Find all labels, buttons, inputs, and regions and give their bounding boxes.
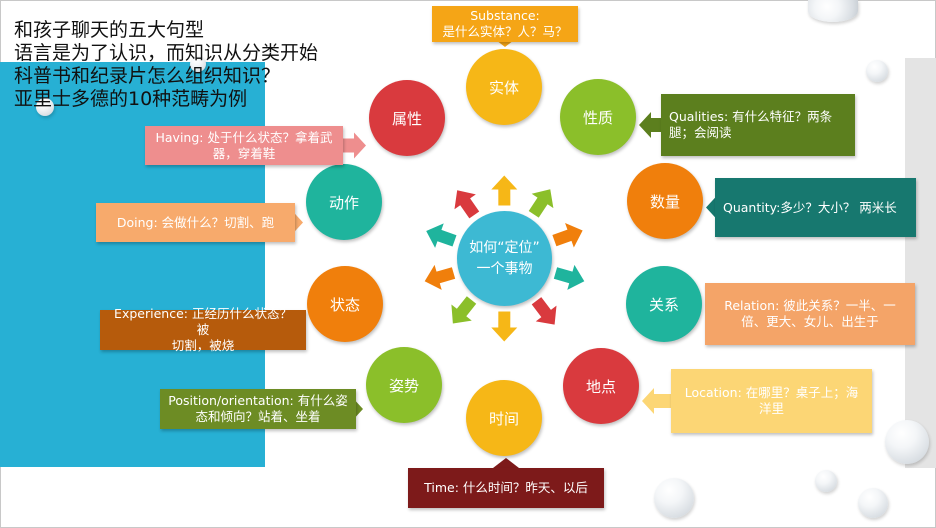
category-label-having: 属性 <box>391 109 422 128</box>
box-arrow-substance <box>492 37 518 47</box>
center-arrow-qualities <box>528 189 554 218</box>
center-arrow-location <box>531 297 557 325</box>
note-text-location-1: Location: 在哪里？桌子上；海 <box>684 385 859 400</box>
note-text-time-1: Time: 什么时间？昨天、以后 <box>424 480 588 495</box>
category-circle-time: 时间 <box>466 380 542 456</box>
category-label-time: 时间 <box>488 409 519 428</box>
box-arrow-location <box>642 388 671 414</box>
title-line-1: 和孩子聊天的五大句型 <box>14 19 205 41</box>
note-text-experience-1: Experience: 正经历什么状态？被 <box>114 306 292 337</box>
note-box-substance: Substance:是什么实体？人？马？ <box>432 6 578 42</box>
category-circle-substance: 实体 <box>466 49 542 125</box>
box-arrow-time <box>493 458 519 468</box>
center-arrow-relation <box>553 264 585 290</box>
category-circle-experience: 状态 <box>307 266 383 342</box>
category-label-doing: 动作 <box>328 193 359 212</box>
note-text-quantity-1: Quantity:多少？大小？ 两米长 <box>723 199 897 215</box>
center-arrow-substance <box>491 175 518 206</box>
note-text-qualities-2: 腿；会阅读 <box>669 125 732 140</box>
note-box-quantity: Quantity:多少？大小？ 两米长 <box>715 178 916 237</box>
note-box-location: Location: 在哪里？桌子上；海洋里 <box>671 369 872 433</box>
category-circle-quantity: 数量 <box>627 163 703 239</box>
water-drop-decoration <box>858 488 888 518</box>
center-line-1: 如何“定位” <box>469 239 540 256</box>
title-line-4: 亚里士多德的10种范畴为例 <box>14 88 248 110</box>
center-arrow-having <box>454 190 480 219</box>
center-line-2: 一个事物 <box>476 260 533 277</box>
center-arrow-quantity <box>552 222 583 248</box>
note-text-substance-1: Substance: <box>470 8 540 23</box>
category-circle-relation: 关系 <box>626 266 702 342</box>
note-box-doing: Doing: 会做什么？切割、跑 <box>96 203 295 242</box>
category-circle-having: 属性 <box>369 80 445 156</box>
water-drop-decoration <box>654 478 694 518</box>
note-text-having-1: Having: 处于什么状态？拿着武 <box>155 129 333 145</box>
note-text-qualities-1: Qualities: 有什么特征？两条 <box>669 109 833 124</box>
note-box-relation: Relation: 彼此关系？一半、一倍、更大、女儿、出生于 <box>705 283 915 345</box>
water-drop-decoration <box>815 470 837 492</box>
box-arrow-position <box>351 396 363 422</box>
note-text-experience-2: 切割，被烧 <box>171 338 235 353</box>
note-box-time: Time: 什么时间？昨天、以后 <box>408 468 604 508</box>
note-text-position-2: 态和倾向？站着、坐着 <box>195 409 321 424</box>
center-arrow-experience <box>424 264 456 290</box>
box-arrow-qualities <box>639 112 661 138</box>
category-label-substance: 实体 <box>488 78 519 97</box>
category-label-qualities: 性质 <box>582 108 613 127</box>
title-line-3: 科普书和纪录片怎么组织知识？ <box>14 65 281 87</box>
category-label-relation: 关系 <box>648 295 679 314</box>
note-text-doing-1: Doing: 会做什么？切割、跑 <box>116 214 275 230</box>
note-text-location-2: 洋里 <box>758 401 784 416</box>
note-box-qualities: Qualities: 有什么特征？两条腿；会阅读 <box>661 94 855 156</box>
note-text-relation-1: Relation: 彼此关系？一半、一 <box>724 298 896 313</box>
water-drop-decoration <box>885 420 929 464</box>
center-circle: 如何“定位” 一个事物 <box>457 211 552 306</box>
water-drop-decoration <box>866 60 888 82</box>
water-drop-decoration <box>36 98 54 116</box>
center-arrow-doing <box>426 223 457 248</box>
title-line-2: 语言是为了认识，而知识从分类开始 <box>14 42 319 64</box>
box-arrow-having <box>343 132 366 159</box>
center-arrow-position <box>451 296 477 324</box>
category-circle-location: 地点 <box>563 348 639 424</box>
right-gray-panel <box>905 58 936 468</box>
note-text-position-1: Position/orientation: 有什么姿 <box>168 393 348 408</box>
center-arrow-time <box>491 311 518 342</box>
box-arrow-doing <box>291 209 303 236</box>
category-label-quantity: 数量 <box>649 192 680 211</box>
category-label-experience: 状态 <box>329 295 360 314</box>
category-circle-doing: 动作 <box>306 164 382 240</box>
category-label-position: 姿势 <box>388 376 419 395</box>
water-drop-decoration <box>190 56 206 72</box>
note-text-relation-2: 倍、更大、女儿、出生于 <box>741 314 879 329</box>
note-box-position: Position/orientation: 有什么姿态和倾向？站着、坐着 <box>160 389 356 429</box>
category-circle-qualities: 性质 <box>560 79 636 155</box>
category-circle-position: 姿势 <box>366 347 442 423</box>
note-box-having: Having: 处于什么状态？拿着武器，穿着鞋 <box>145 126 343 165</box>
category-label-location: 地点 <box>585 377 616 396</box>
note-text-having-2: 器，穿着鞋 <box>212 145 276 161</box>
note-text-substance-2: 是什么实体？人？马？ <box>442 24 568 39</box>
water-drop-decoration <box>808 0 858 22</box>
note-box-experience: Experience: 正经历什么状态？被切割，被烧 <box>100 306 306 353</box>
